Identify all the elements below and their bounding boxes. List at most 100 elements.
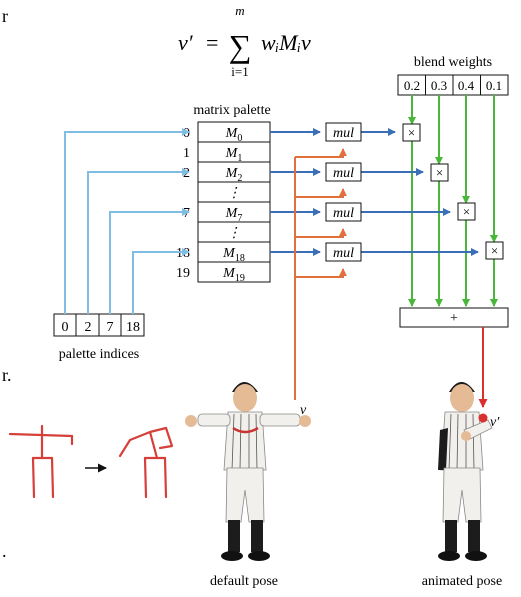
formula-lhs: v′ — [178, 30, 194, 55]
character-right-arm — [259, 413, 301, 427]
index-lookup-arrows — [64, 128, 190, 314]
stick-figure-animated — [118, 426, 174, 499]
times-nodes: × × × × — [402, 123, 504, 260]
character-sock — [445, 520, 457, 552]
mul-nodes: mul mul mul mul — [325, 122, 362, 262]
palette-index-value: 18 — [126, 320, 140, 335]
edge-text-mid: r. — [2, 365, 12, 385]
character-shoe — [438, 551, 460, 561]
character-shoe — [465, 551, 487, 561]
vertex-arrow — [295, 268, 347, 278]
blend-weight-value: 0.4 — [458, 78, 475, 93]
blend-weights: blend weights 0.2 0.3 0.4 0.1 — [397, 55, 509, 96]
animated-pose-label: animated pose — [422, 574, 502, 589]
vertex-label-default: v — [300, 403, 307, 418]
character-right-hand — [299, 415, 311, 427]
matrix-row-index: 2 — [183, 166, 190, 181]
palette-index-value: 0 — [62, 320, 69, 335]
vertex-arrow — [295, 148, 347, 158]
matrix-row-index: 18 — [176, 246, 190, 261]
matrix-row-label: M7 — [225, 206, 243, 224]
weight-arrows — [408, 95, 498, 307]
index-arrow — [109, 208, 190, 314]
mul-label: mul — [333, 126, 354, 141]
stick-leg — [143, 456, 148, 499]
mul-label: mul — [333, 166, 354, 181]
stick-leg — [31, 456, 36, 499]
stick-arm-right — [158, 426, 174, 450]
times-label: × — [408, 125, 415, 140]
stick-leg — [50, 456, 55, 499]
mul-box — [325, 242, 362, 262]
formula-sum-upper: m — [235, 3, 244, 18]
jersey-stripes — [448, 413, 475, 471]
sum-box — [399, 307, 509, 328]
palette-index-value: 7 — [107, 320, 114, 335]
times-box — [485, 241, 504, 260]
blend-weight-value: 0.1 — [486, 78, 502, 93]
character-left-arm — [438, 428, 448, 470]
matrix-row-label: M1 — [225, 146, 243, 164]
character-shoe — [221, 551, 243, 561]
formula-rhs: wᵢMᵢv — [261, 30, 311, 55]
index-arrow — [87, 168, 190, 314]
character-sock — [228, 520, 240, 552]
formula-sum-lower: i=1 — [231, 64, 248, 79]
matrix-row-label: M2 — [225, 166, 243, 184]
edge-text-top: r — [2, 6, 8, 26]
formula-sum-symbol: ∑ — [229, 28, 252, 64]
matrix-palette-dividers — [198, 141, 270, 263]
character-left-arm — [197, 413, 231, 427]
matrix-to-mul-arrows — [270, 128, 479, 256]
times-label: × — [436, 165, 443, 180]
animated-pose-character — [438, 382, 493, 561]
palette-index-value: 2 — [85, 320, 92, 335]
character-pants — [442, 467, 482, 523]
vertex-arrows — [294, 148, 347, 400]
blend-weights-title: blend weights — [414, 55, 492, 70]
vertex-arrow — [295, 188, 347, 198]
index-arrow — [64, 128, 190, 314]
character-head — [450, 384, 474, 412]
blend-weight-value: 0.2 — [404, 78, 420, 93]
edge-text-bottom: . — [2, 541, 7, 561]
matrix-row-index: 1 — [183, 146, 190, 161]
character-sock — [468, 520, 480, 552]
stick-spine — [148, 430, 159, 460]
palette-indices: 0 2 7 18 palette indices — [53, 313, 145, 362]
vertex-dot — [478, 413, 488, 423]
matrix-row-index: 0 — [183, 126, 190, 141]
mul-box — [325, 122, 362, 142]
matrix-row-index: 19 — [176, 266, 190, 281]
mul-label: mul — [333, 206, 354, 221]
matrix-palette-title: matrix palette — [193, 103, 270, 118]
vertex-label-animated: v′ — [490, 415, 500, 430]
character-shoe — [248, 551, 270, 561]
matrix-row-label: M18 — [222, 246, 245, 264]
palette-indices-label: palette indices — [59, 347, 139, 362]
jersey-stripes — [231, 413, 258, 471]
matrix-row-label: ⋮ — [227, 226, 241, 241]
stick-leg — [163, 456, 168, 499]
skinning-formula: v′ = m ∑ i=1 wᵢMᵢv — [178, 3, 311, 79]
matrix-row-label: ⋮ — [227, 186, 241, 201]
formula-equals: = — [206, 30, 218, 55]
jersey-lettering — [232, 426, 259, 434]
character-torso — [223, 411, 267, 471]
matrix-row-label: M0 — [225, 126, 243, 144]
character-head — [233, 384, 257, 412]
times-label: × — [463, 204, 470, 219]
times-label: × — [491, 243, 498, 258]
mul-box — [325, 202, 362, 222]
mul-label: mul — [333, 246, 354, 261]
blend-weight-value: 0.3 — [431, 78, 447, 93]
character-pants — [225, 467, 265, 523]
character-left-hand — [185, 415, 197, 427]
matrix-row-index: 7 — [183, 206, 190, 221]
sum-label: + — [450, 311, 458, 326]
character-right-hand — [461, 431, 471, 441]
times-box — [402, 123, 421, 142]
index-arrow — [132, 248, 190, 314]
